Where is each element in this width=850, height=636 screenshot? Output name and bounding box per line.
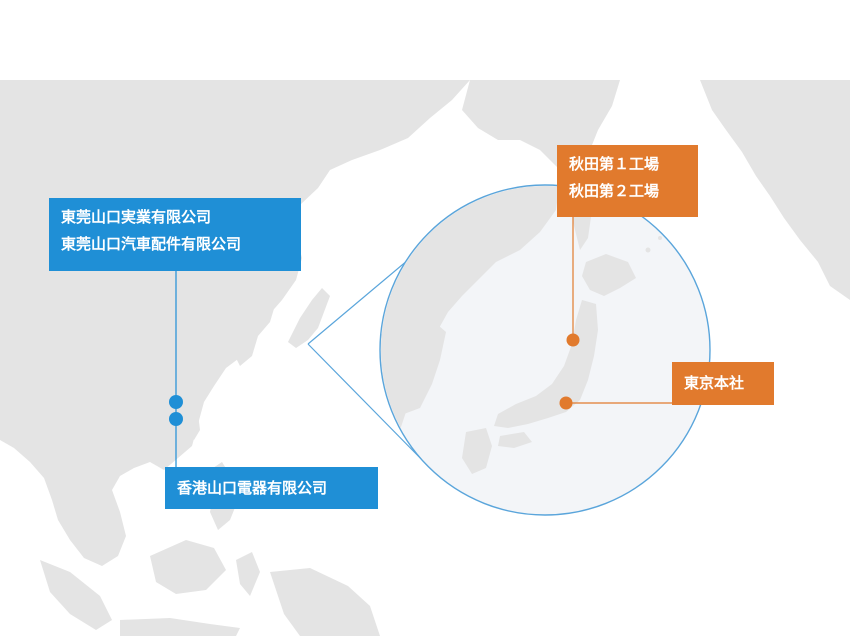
china-location-dot-hongkong[interactable]	[169, 412, 183, 426]
akita-location-dot[interactable]	[566, 333, 580, 347]
tokyo-location-dot[interactable]	[559, 396, 573, 410]
zoom-hokkaido	[582, 254, 636, 296]
china-location-dot-dongguan[interactable]	[169, 395, 183, 409]
java-landmass	[120, 618, 240, 636]
tokyo-label[interactable]: 東京本社	[672, 362, 774, 405]
sumatra-landmass	[40, 560, 112, 630]
korea-landmass	[228, 292, 276, 366]
hongkong-label[interactable]: 香港山口電器有限公司	[165, 467, 378, 509]
taiwan-landmass	[188, 414, 200, 440]
zoom-connector-bottom	[307, 343, 433, 471]
zoom-shikoku	[498, 432, 532, 448]
china-group-label[interactable]: 東莞山口実業有限公司 東莞山口汽車配件有限公司	[49, 198, 301, 271]
zoom-kyushu	[462, 428, 492, 474]
hongkong-label-line-1: 香港山口電器有限公司	[177, 479, 328, 497]
china-group-label-line-1: 東莞山口実業有限公司	[61, 208, 212, 226]
zoom-korea	[392, 318, 446, 414]
north-america-landmass	[700, 80, 850, 300]
japan-small-landmass	[288, 288, 330, 348]
tokyo-label-line-1: 東京本社	[684, 374, 745, 392]
akita-label[interactable]: 秋田第１工場 秋田第２工場	[557, 145, 698, 217]
sulawesi-landmass	[236, 552, 260, 596]
zoom-island-dot	[645, 247, 651, 253]
borneo-landmass	[150, 540, 226, 594]
akita-label-line-2: 秋田第２工場	[569, 182, 660, 200]
akita-label-line-1: 秋田第１工場	[569, 155, 660, 173]
zoom-honshu	[494, 300, 598, 428]
new-guinea-landmass	[270, 568, 380, 636]
zoom-island-dot	[658, 236, 662, 240]
zoom-mainland	[381, 186, 560, 440]
china-group-label-line-2: 東莞山口汽車配件有限公司	[61, 235, 242, 253]
